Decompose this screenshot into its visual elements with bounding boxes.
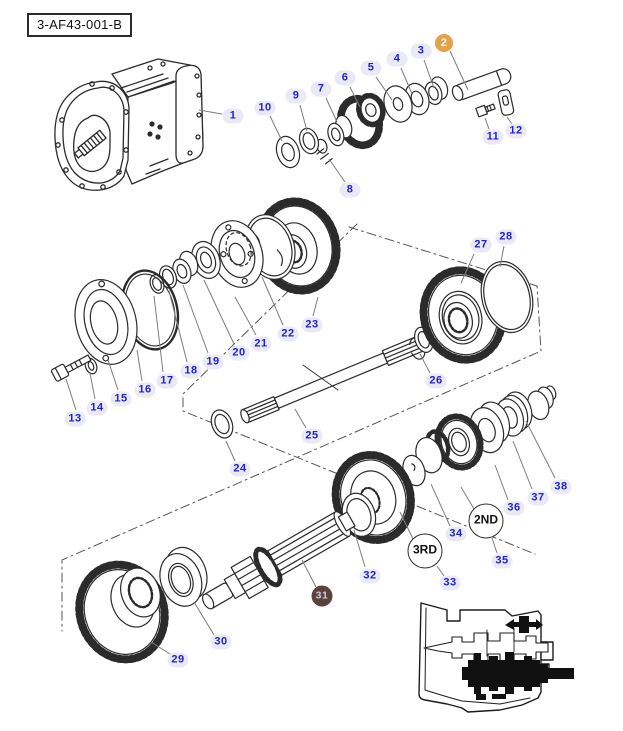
callout-21[interactable]: 21 <box>250 336 272 352</box>
leader-line-29 <box>150 641 171 655</box>
leader-line-17 <box>153 295 164 373</box>
callout-4[interactable]: 4 <box>386 51 408 67</box>
gearbox-housing-illustration <box>54 58 204 191</box>
leader-line-38 <box>525 420 556 479</box>
leader-line-12 <box>506 116 513 125</box>
callout-14[interactable]: 14 <box>86 400 108 416</box>
leader-line-1 <box>198 109 223 115</box>
leader-line-19 <box>182 284 209 354</box>
leader-line-33 <box>436 565 445 577</box>
mainshaft-assembly-illustration <box>210 260 534 439</box>
callout-23[interactable]: 23 <box>301 317 323 333</box>
callout-35[interactable]: 35 <box>491 553 513 569</box>
leader-line-31 <box>301 559 317 588</box>
callout-29[interactable]: 29 <box>167 652 189 668</box>
leader-line-5 <box>375 76 393 101</box>
callout-31[interactable]: 31 <box>311 585 333 607</box>
location-thumbnail <box>418 602 574 713</box>
leader-line-28 <box>499 245 505 268</box>
callout-13[interactable]: 13 <box>64 411 86 427</box>
callout-6[interactable]: 6 <box>334 70 356 86</box>
callout-32[interactable]: 32 <box>359 568 381 584</box>
callout-24[interactable]: 24 <box>229 461 251 477</box>
leader-line-34 <box>430 483 451 527</box>
leader-line-6 <box>349 86 361 108</box>
leader-line-25 <box>294 408 307 429</box>
leader-line-9 <box>299 104 308 132</box>
input-shaft-assembly-illustration <box>275 68 515 169</box>
leader-line-3 <box>423 59 435 89</box>
leader-line-7 <box>325 97 338 123</box>
callout-17[interactable]: 17 <box>156 373 178 389</box>
callout-33[interactable]: 33 <box>439 575 461 591</box>
leader-line-16 <box>136 349 143 382</box>
highlighted-parts-silhouette <box>462 616 574 700</box>
leader-line-15 <box>107 359 119 391</box>
callout-37[interactable]: 37 <box>527 490 549 506</box>
callout-11[interactable]: 11 <box>482 129 504 145</box>
countershaft-assembly-illustration <box>75 385 557 664</box>
leader-line-20 <box>203 279 235 345</box>
leader-line-3rd <box>399 511 414 540</box>
diagram-reference-label: 3-AF43-001-B <box>27 13 133 37</box>
callout-19[interactable]: 19 <box>202 354 224 370</box>
leader-line-2nd <box>460 486 475 510</box>
leader-line-11 <box>484 117 490 130</box>
leader-line-36 <box>494 464 509 501</box>
callout-8[interactable]: 8 <box>339 182 361 198</box>
callout-12[interactable]: 12 <box>505 123 527 139</box>
leader-line-21 <box>234 296 257 336</box>
callout-7[interactable]: 7 <box>310 81 332 97</box>
leader-line-2 <box>449 50 469 91</box>
callout-15[interactable]: 15 <box>110 391 132 407</box>
callout-25[interactable]: 25 <box>301 428 323 444</box>
leader-line-27 <box>460 253 475 284</box>
callout-20[interactable]: 20 <box>228 345 250 361</box>
callout-2[interactable]: 2 <box>435 34 453 52</box>
callout-36[interactable]: 36 <box>503 500 525 516</box>
callout-10[interactable]: 10 <box>254 100 276 116</box>
callout-16[interactable]: 16 <box>134 382 156 398</box>
leader-line-37 <box>512 440 533 490</box>
leader-line-13 <box>65 378 77 411</box>
leader-line-14 <box>89 372 96 400</box>
planetary-assembly-illustration <box>50 197 341 382</box>
callout-18[interactable]: 18 <box>180 363 202 379</box>
leader-line-26 <box>419 353 431 374</box>
callout-28[interactable]: 28 <box>495 229 517 245</box>
callout-1[interactable]: 1 <box>222 108 244 124</box>
leader-line-8 <box>328 158 346 183</box>
leader-line-24 <box>225 440 236 462</box>
leader-line-4 <box>400 67 413 95</box>
callout-22[interactable]: 22 <box>277 326 299 342</box>
leader-line-23 <box>312 296 319 317</box>
callout-30[interactable]: 30 <box>210 634 232 650</box>
callout-38[interactable]: 38 <box>550 479 572 495</box>
callout-27[interactable]: 27 <box>470 237 492 253</box>
leader-line-18 <box>168 290 188 363</box>
callout-3[interactable]: 3 <box>410 43 432 59</box>
leader-line-32 <box>353 529 366 568</box>
leader-line-10 <box>269 115 283 142</box>
callout-26[interactable]: 26 <box>425 373 447 389</box>
leader-line-30 <box>193 601 215 636</box>
callout-34[interactable]: 34 <box>445 526 467 542</box>
leader-line-35 <box>491 537 498 554</box>
gear-label-3rd: 3RD <box>407 533 443 569</box>
callout-9[interactable]: 9 <box>285 88 307 104</box>
leader-line-22 <box>261 276 284 326</box>
callout-5[interactable]: 5 <box>360 60 382 76</box>
gear-label-2nd: 2ND <box>468 503 504 539</box>
